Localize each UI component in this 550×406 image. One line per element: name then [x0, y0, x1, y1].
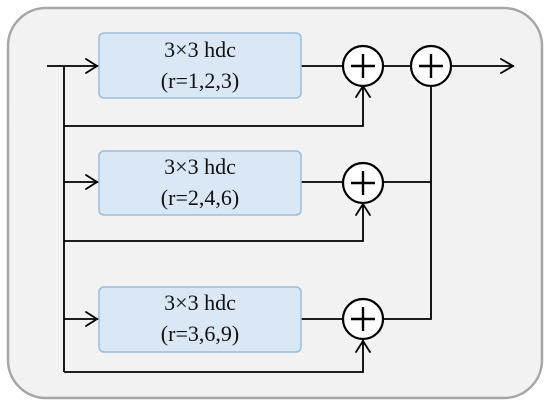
hdc-block-2: 3×3 hdc (r=2,4,6)	[98, 150, 302, 216]
sum-node-3	[341, 297, 385, 341]
block-title: 3×3 hdc	[164, 154, 236, 179]
sum-node-final	[409, 44, 453, 88]
sum-node-1	[341, 44, 385, 88]
connections	[47, 65, 514, 373]
sum-node-2	[341, 161, 385, 205]
skip-wire-1	[64, 84, 364, 127]
arrowhead-icon	[85, 174, 99, 190]
block-title: 3×3 hdc	[164, 37, 236, 62]
skip-wire-2	[64, 202, 364, 242]
sum3-to-collector-wire	[383, 84, 432, 320]
hdc-block-1: 3×3 hdc (r=1,2,3)	[98, 32, 302, 99]
block-rates: (r=3,6,9)	[161, 321, 239, 346]
arrowhead-icon	[85, 311, 99, 327]
block-rates: (r=1,2,3)	[161, 68, 239, 93]
block-box	[98, 32, 302, 99]
block-title: 3×3 hdc	[164, 290, 236, 315]
arrowhead-icon	[85, 58, 99, 74]
block-rates: (r=2,4,6)	[161, 185, 239, 210]
arrowhead-icon	[500, 58, 515, 74]
block-box	[98, 150, 302, 216]
hdc-block-3: 3×3 hdc (r=3,6,9)	[98, 286, 302, 353]
block-box	[98, 286, 302, 353]
arrowhead-icon	[355, 339, 371, 353]
skip-wire-3	[64, 339, 364, 373]
